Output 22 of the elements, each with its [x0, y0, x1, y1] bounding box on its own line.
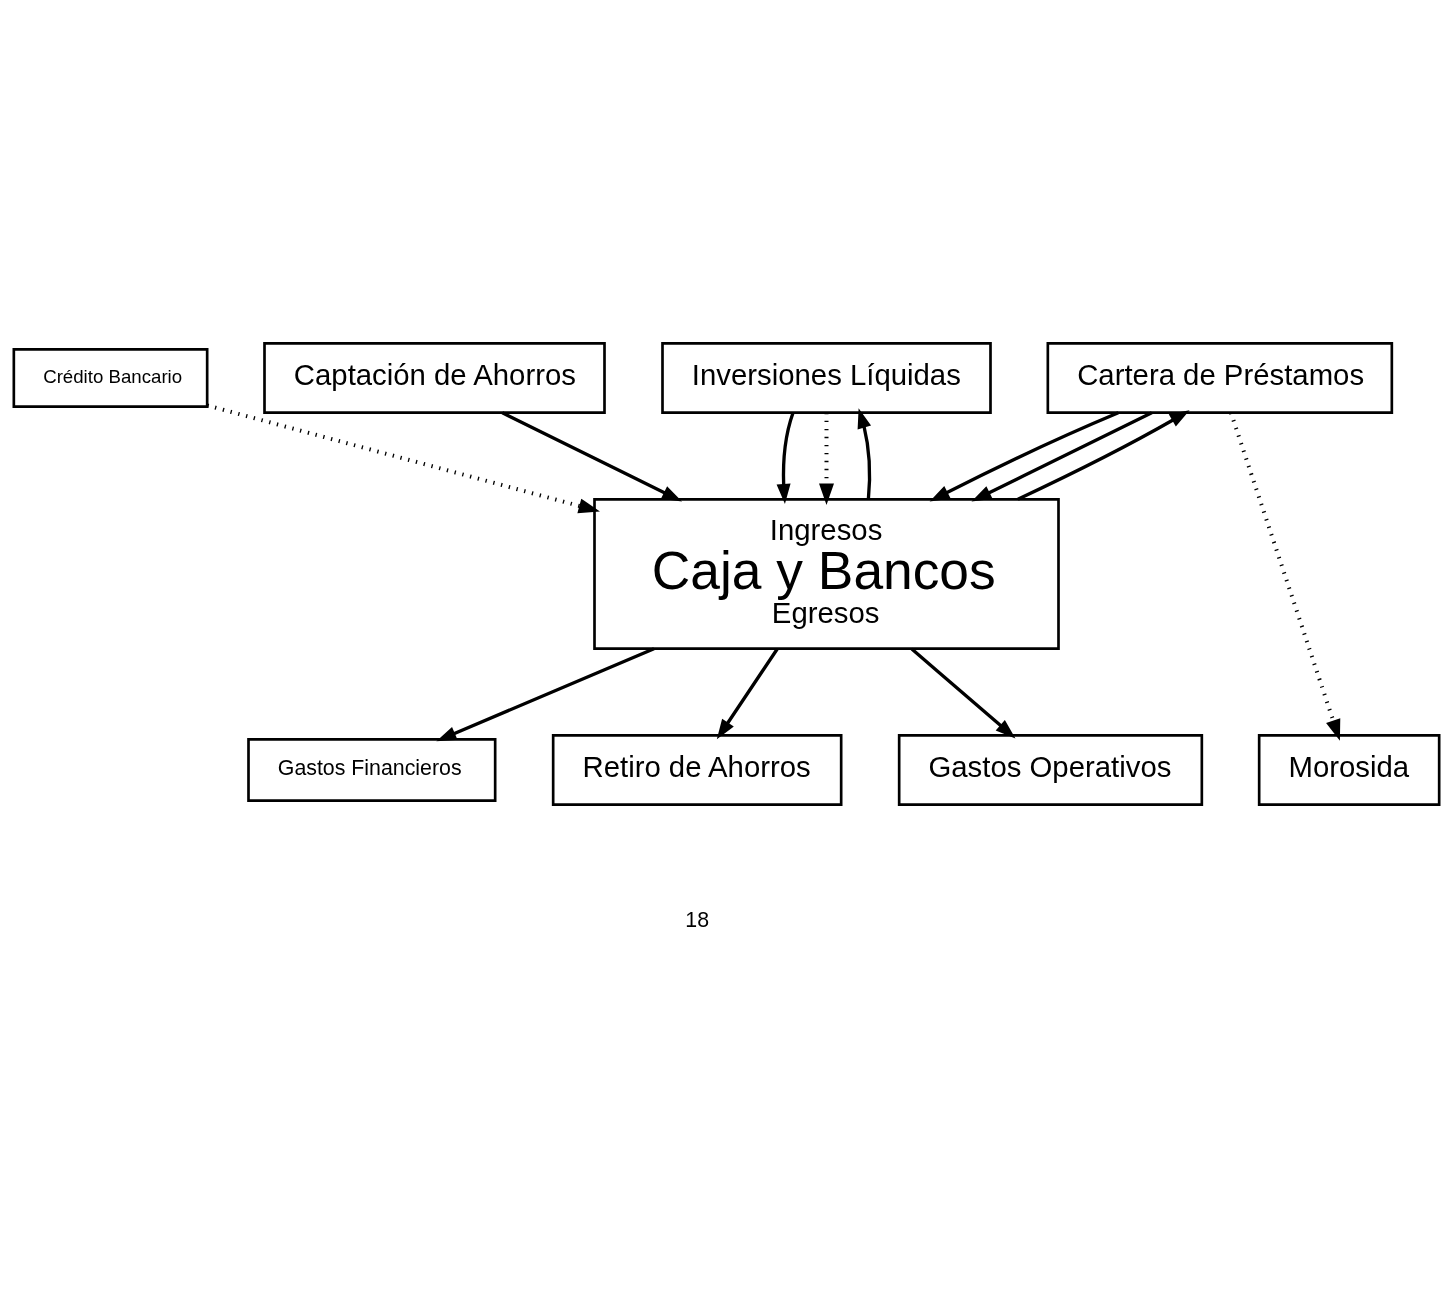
node-box: Inversiones Líquidas: [661, 342, 992, 414]
arrow: [501, 411, 683, 502]
arrow: [1017, 410, 1190, 501]
node-box: Captación de Ahorros: [263, 342, 606, 414]
arrow: [910, 647, 1016, 739]
node-box: Retiro de Ahorros: [551, 734, 843, 806]
arrow: [436, 647, 655, 742]
label: 18: [685, 908, 710, 933]
node-box: Gastos Operativos: [897, 734, 1204, 806]
arrow: [819, 413, 834, 505]
arrow: [776, 412, 795, 504]
node-box: Cartera de Préstamos: [1046, 342, 1394, 414]
arrow: [929, 411, 1119, 502]
node-box: Ingresos Caja y Bancos Egresos: [593, 498, 1060, 650]
arrow: [206, 403, 600, 514]
arrow: [971, 411, 1153, 502]
arrow: [1229, 412, 1341, 741]
node-box: Morosida: [1257, 734, 1441, 806]
arrow: [716, 648, 779, 740]
node-box: Gastos Financieros: [247, 738, 497, 802]
arrow: [857, 408, 872, 500]
node-box: Crédito Bancario: [12, 348, 209, 408]
